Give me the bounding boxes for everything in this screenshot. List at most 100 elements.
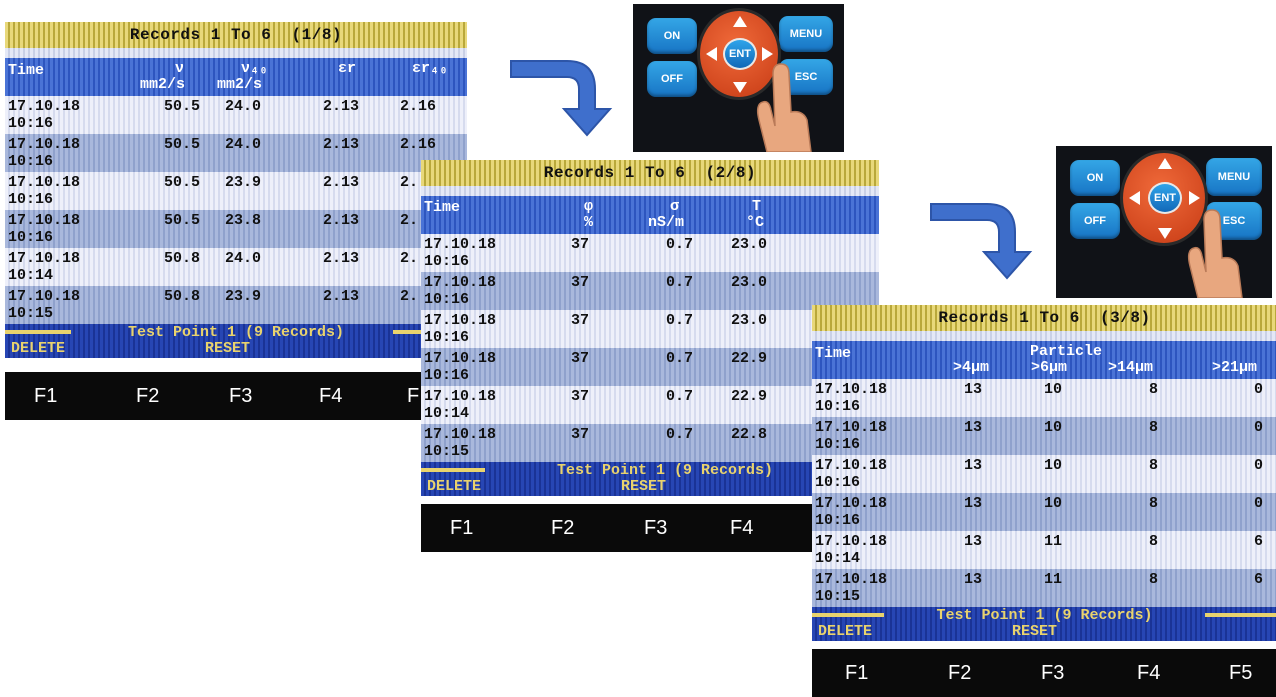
cell-v: 50.8	[164, 288, 201, 305]
records-title: Records 1 To 6 (2/8)	[421, 160, 879, 186]
f5-key[interactable]: F5	[1229, 662, 1253, 684]
cell-p4: 13	[964, 457, 983, 474]
f2-key[interactable]: F2	[948, 662, 972, 684]
cell-sigma: 0.7	[666, 312, 694, 329]
ent-button[interactable]: ENT	[723, 38, 757, 70]
table-header: Time ν mm2/s ν₄₀ mm2/s εr εr₄₀	[5, 58, 467, 96]
up-arrow-icon[interactable]	[733, 16, 747, 27]
cell-p21: 0	[1253, 419, 1263, 436]
header-humidity: φ	[584, 198, 594, 215]
reset-label: RESET	[1012, 623, 1058, 640]
ent-button[interactable]: ENT	[1148, 182, 1182, 214]
cell-sigma: 0.7	[666, 274, 694, 291]
cell-p21: 0	[1253, 457, 1263, 474]
right-arrow-icon[interactable]	[1189, 191, 1200, 205]
cell-v40: 23.8	[225, 212, 262, 229]
title-spacer	[5, 48, 467, 58]
reset-label: RESET	[621, 478, 667, 495]
f1-key[interactable]: F1	[450, 517, 474, 539]
cell-p4: 13	[964, 495, 983, 512]
keypad-photo-1: ON OFF MENU ESC ENT	[633, 4, 844, 152]
cell-sigma: 0.7	[666, 388, 694, 405]
up-arrow-icon[interactable]	[1158, 158, 1172, 169]
cell-phi: 37	[571, 350, 590, 367]
cell-v: 50.5	[164, 174, 201, 191]
cell-sigma: 0.7	[666, 426, 694, 443]
f4-key[interactable]: F4	[319, 385, 343, 407]
down-arrow-icon[interactable]	[1158, 228, 1172, 239]
f4-key[interactable]: F4	[730, 517, 754, 539]
cell-t: 23.0	[731, 312, 768, 329]
left-arrow-icon[interactable]	[706, 47, 717, 61]
cell-p4: 13	[964, 419, 983, 436]
right-arrow-icon[interactable]	[762, 47, 773, 61]
on-button[interactable]: ON	[1070, 160, 1120, 196]
f3-key[interactable]: F3	[229, 385, 253, 407]
header-time: Time	[815, 345, 852, 362]
row-time: 10:16	[8, 153, 54, 170]
header-permittivity: εr	[338, 60, 357, 77]
cell-v40: 24.0	[225, 98, 262, 115]
header-particle-21um: >21μm	[1212, 359, 1258, 376]
cell-t: 23.0	[731, 236, 768, 253]
header-particle-4um: >4μm	[953, 359, 990, 376]
f2-key[interactable]: F2	[136, 385, 160, 407]
cell-p6: 10	[1044, 495, 1063, 512]
cell-er: 2.13	[323, 212, 360, 229]
row-date: 17.10.18	[815, 533, 888, 550]
cell-p14: 8	[1149, 381, 1159, 398]
f2-key[interactable]: F2	[551, 517, 575, 539]
header-particle-6um: >6μm	[1031, 359, 1068, 376]
cell-sigma: 0.7	[666, 236, 694, 253]
cell-v: 50.5	[164, 136, 201, 153]
f4-key[interactable]: F4	[1137, 662, 1161, 684]
row-time: 10:16	[8, 115, 54, 132]
f5-key[interactable]: F	[407, 385, 420, 407]
f1-key[interactable]: F1	[34, 385, 58, 407]
row-time: 10:16	[815, 512, 861, 529]
delete-label: DELETE	[11, 340, 66, 357]
menu-button[interactable]: MENU	[779, 16, 833, 52]
cell-p14: 8	[1149, 495, 1159, 512]
row-time: 10:14	[8, 267, 54, 284]
keypad-photo-2: ON OFF MENU ESC ENT	[1056, 146, 1272, 298]
function-key-bar: F1 F2 F3 F4	[421, 504, 879, 552]
records-screen-page-3: Records 1 To 6 (3/8) Time Particle >4μm …	[812, 305, 1276, 697]
header-particle: Particle	[1030, 343, 1103, 360]
finger-icon	[1187, 209, 1243, 298]
row-date: 17.10.18	[8, 288, 81, 305]
table-header: Time Particle >4μm >6μm >14μm >21μm	[812, 341, 1276, 379]
left-arrow-icon[interactable]	[1129, 191, 1140, 205]
row-time: 10:16	[8, 191, 54, 208]
off-button[interactable]: OFF	[1070, 203, 1120, 239]
on-button[interactable]: ON	[647, 18, 697, 54]
f1-key[interactable]: F1	[845, 662, 869, 684]
down-arrow-icon[interactable]	[733, 82, 747, 93]
cell-er40: 2.	[400, 212, 419, 229]
f3-key[interactable]: F3	[1041, 662, 1065, 684]
cell-er40: 2.	[400, 174, 419, 191]
row-date: 17.10.18	[8, 250, 81, 267]
row-time: 10:16	[424, 367, 470, 384]
row-time: 10:16	[424, 329, 470, 346]
row-time: 10:15	[8, 305, 54, 322]
function-key-bar: F1 F2 F3 F4 F	[5, 372, 467, 420]
menu-button[interactable]: MENU	[1206, 158, 1262, 196]
off-button[interactable]: OFF	[647, 61, 697, 97]
cell-er: 2.13	[323, 136, 360, 153]
header-time: Time	[424, 199, 461, 216]
cell-p14: 8	[1149, 571, 1159, 588]
f3-key[interactable]: F3	[644, 517, 668, 539]
row-time: 10:16	[815, 436, 861, 453]
delete-label: DELETE	[427, 478, 482, 495]
cell-er40: 2.16	[400, 98, 437, 115]
